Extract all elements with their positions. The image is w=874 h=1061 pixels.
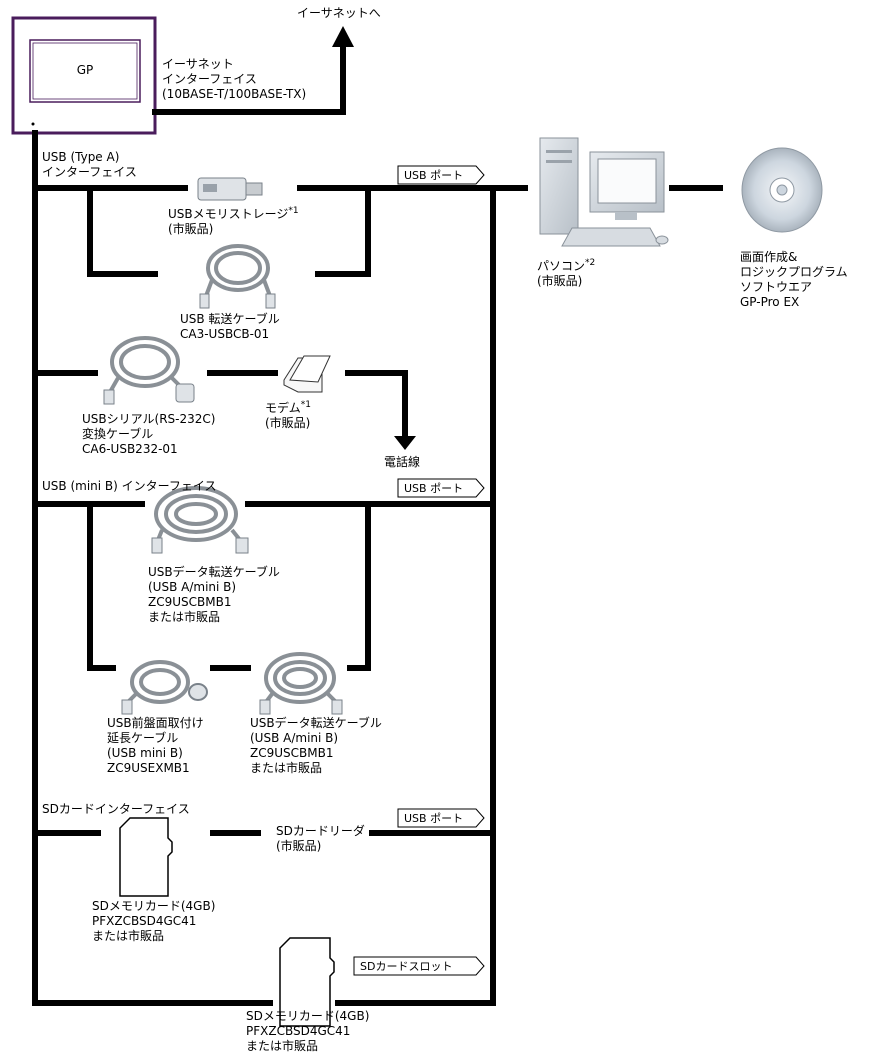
- modem-line-2: (市販品): [265, 416, 311, 430]
- usb-port-tag-3: USB ポート: [397, 808, 485, 828]
- usb-port-tag-1: USB ポート: [397, 165, 485, 185]
- sd-interface-label: SDカードインターフェイス: [42, 802, 190, 816]
- sd-card-1-line-1: SDメモリカード(4GB): [92, 899, 216, 913]
- usb-serial-cable-icon: [103, 336, 195, 405]
- software-line-3: ソフトウエア: [740, 280, 813, 294]
- sd-card-1-line-3: または市販品: [92, 929, 165, 943]
- front-cable-line-3: (USB mini B): [107, 746, 183, 760]
- sd-card-2-label: SDメモリカード(4GB) PFXZCBSD4GC41 または市販品: [246, 1009, 369, 1054]
- usb-a-if-line-1: USB (Type A): [42, 150, 120, 164]
- usb-data-cable-icon-1: [151, 486, 249, 554]
- sd-card-icon-1: [119, 817, 173, 897]
- usb-port-tag-2: USB ポート: [397, 478, 485, 498]
- cd-icon: [741, 147, 823, 233]
- front-extension-cable-icon: [121, 660, 208, 715]
- sd-card-1-line-2: PFXZCBSD4GC41: [92, 914, 197, 928]
- usb-data-cable-icon-2: [259, 652, 343, 715]
- usb-memory-line-2: (市販品): [168, 222, 214, 236]
- modem-label: モデム*1 (市販品): [265, 398, 311, 431]
- usb-serial-line-2: 変換ケーブル: [82, 427, 154, 441]
- sd-card-2-line-2: PFXZCBSD4GC41: [246, 1024, 351, 1038]
- sd-card-2-line-3: または市販品: [246, 1039, 319, 1053]
- usb-serial-line-1: USBシリアル(RS-232C): [82, 412, 216, 426]
- usb-transfer-cable-icon: [199, 244, 276, 309]
- sd-slot-tag-text: SDカードスロット: [360, 960, 452, 973]
- gp-unit: [11, 16, 157, 135]
- wiring: [32, 44, 723, 1006]
- data-cable-1-line-2: (USB A/mini B): [148, 580, 237, 594]
- usb-transfer-cable-label: USB 転送ケーブル CA3-USBCB-01: [180, 312, 280, 342]
- usb-serial-cable-label: USBシリアル(RS-232C) 変換ケーブル CA6-USB232-01: [82, 412, 215, 457]
- usb-memory-icon: [197, 177, 263, 201]
- sd-reader-line-2: (市販品): [276, 839, 322, 853]
- usb-data-cable-1-label: USBデータ転送ケーブル (USB A/mini B) ZC9USCBMB1 ま…: [148, 565, 280, 625]
- pc-icon: [539, 137, 669, 247]
- data-cable-1-line-3: ZC9USCBMB1: [148, 595, 232, 609]
- front-cable-line-1: USB前盤面取付け: [107, 716, 204, 730]
- phone-line-arrow: [394, 436, 416, 450]
- usb-memory-line-1: USBメモリストレージ*1: [168, 206, 299, 221]
- usb-transfer-cable-line-2: CA3-USBCB-01: [180, 327, 270, 341]
- ethernet-arrow: [332, 26, 354, 47]
- pc-line-1: パソコン*2: [537, 258, 596, 273]
- pc-line-2: (市販品): [537, 274, 583, 288]
- software-line-2: ロジックプログラム: [740, 265, 848, 279]
- data-cable-2-line-3: ZC9USCBMB1: [250, 746, 334, 760]
- ethernet-if-line-3: (10BASE-T/100BASE-TX): [162, 87, 307, 101]
- software-label: 画面作成& ロジックプログラム ソフトウエア GP-Pro EX: [740, 250, 848, 310]
- ethernet-if-line-2: インターフェイス: [162, 72, 257, 86]
- ethernet-to-label: イーサネットへ: [297, 6, 381, 20]
- gp-label: GP: [76, 63, 94, 77]
- front-cable-line-4: ZC9USEXMB1: [107, 761, 190, 775]
- usb-memory-label: USBメモリストレージ*1 (市販品): [168, 204, 299, 237]
- usb-port-tag-3-text: USB ポート: [404, 812, 463, 825]
- usb-serial-line-3: CA6-USB232-01: [82, 442, 178, 456]
- pc-label: パソコン*2 (市販品): [537, 256, 595, 289]
- ethernet-if-line-1: イーサネット: [162, 57, 234, 71]
- usb-a-if-line-2: インターフェイス: [42, 165, 137, 179]
- usb-mini-b-interface-label: USB (mini B) インターフェイス: [42, 479, 217, 493]
- sd-reader-line-1: SDカードリーダ: [276, 824, 365, 838]
- sd-reader-label: SDカードリーダ (市販品): [276, 824, 365, 854]
- phone-line-label: 電話線: [384, 455, 421, 469]
- modem-line-1: モデム*1: [265, 400, 311, 415]
- sd-card-2-line-1: SDメモリカード(4GB): [246, 1009, 370, 1023]
- sd-slot-tag: SDカードスロット: [353, 956, 485, 976]
- usb-port-tag-1-text: USB ポート: [404, 169, 463, 182]
- usb-data-cable-2-label: USBデータ転送ケーブル (USB A/mini B) ZC9USCBMB1 ま…: [250, 716, 382, 776]
- data-cable-2-line-1: USBデータ転送ケーブル: [250, 716, 382, 730]
- software-line-1: 画面作成&: [740, 250, 798, 264]
- ethernet-interface-label: イーサネット インターフェイス (10BASE-T/100BASE-TX): [162, 57, 306, 102]
- front-cable-line-2: 延長ケーブル: [107, 731, 179, 745]
- data-cable-2-line-2: (USB A/mini B): [250, 731, 339, 745]
- front-extension-cable-label: USB前盤面取付け 延長ケーブル (USB mini B) ZC9USEXMB1: [107, 716, 204, 776]
- sd-card-1-label: SDメモリカード(4GB) PFXZCBSD4GC41 または市販品: [92, 899, 215, 944]
- data-cable-2-line-4: または市販品: [250, 761, 323, 775]
- software-line-4: GP-Pro EX: [740, 295, 800, 309]
- sd-card-icon-2: [279, 937, 335, 1027]
- usb-port-tag-2-text: USB ポート: [404, 482, 463, 495]
- usb-type-a-interface-label: USB (Type A) インターフェイス: [42, 150, 137, 180]
- data-cable-1-line-1: USBデータ転送ケーブル: [148, 565, 280, 579]
- usb-transfer-cable-line-1: USB 転送ケーブル: [180, 312, 280, 326]
- modem-icon: [283, 355, 331, 393]
- data-cable-1-line-4: または市販品: [148, 610, 221, 624]
